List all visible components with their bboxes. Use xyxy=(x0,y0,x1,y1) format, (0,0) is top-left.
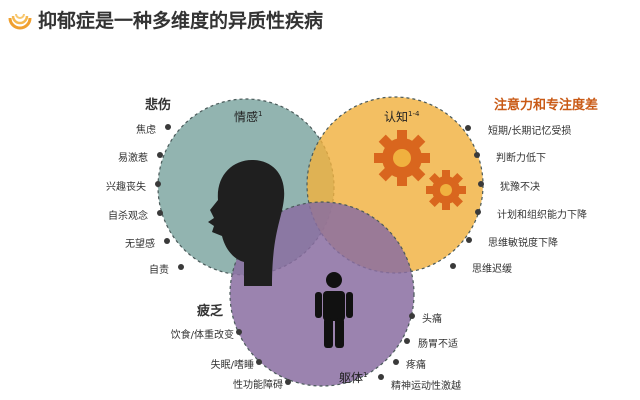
dot xyxy=(475,209,481,215)
emotion-item: 自责 xyxy=(149,265,169,276)
cognition-item: 计划和组织能力下降 xyxy=(497,210,587,221)
dot xyxy=(466,237,472,243)
body-circle xyxy=(229,201,415,387)
emotion-item: 兴趣丧失 xyxy=(106,182,146,193)
cognition-item: 思维迟缓 xyxy=(472,264,512,275)
dot xyxy=(164,238,170,244)
head-silhouette-icon xyxy=(208,160,285,286)
gears-icon xyxy=(374,130,466,210)
body-right-item: 精神运动性激越 xyxy=(391,381,461,392)
cognition-item: 思维敏锐度下降 xyxy=(488,238,558,249)
body-right-item: 肠胃不适 xyxy=(418,339,458,350)
body-left-item: 失眠/嗜睡 xyxy=(210,360,254,371)
body-heading: 疲乏 xyxy=(197,304,224,319)
dot xyxy=(157,152,163,158)
dot xyxy=(465,125,471,131)
dot xyxy=(165,124,171,130)
cognition-item: 犹豫不决 xyxy=(500,182,540,193)
dot xyxy=(256,359,262,365)
dot xyxy=(155,181,161,187)
dot xyxy=(404,338,410,344)
dot xyxy=(178,264,184,270)
cognition-item: 判断力低下 xyxy=(496,153,546,164)
cognition-heading: 注意力和专注度差 xyxy=(494,98,599,113)
body-circle-title: 躯体1 xyxy=(339,371,368,385)
person-icon xyxy=(315,272,353,348)
dot xyxy=(450,263,456,269)
emotion-item: 焦虑 xyxy=(136,125,156,136)
fan-logo-icon xyxy=(8,13,32,30)
dot xyxy=(478,181,484,187)
dot xyxy=(393,359,399,365)
dot xyxy=(285,379,291,385)
dot xyxy=(474,152,480,158)
emotion-item: 易激惹 xyxy=(118,153,148,164)
body-right-item: 疼痛 xyxy=(406,360,426,371)
cognition-circle-title: 认知1-4 xyxy=(384,110,420,124)
dot xyxy=(157,210,163,216)
emotion-item: 无望感 xyxy=(125,239,155,250)
cognition-item: 短期/长期记忆受损 xyxy=(488,126,572,137)
body-right-item: 头痛 xyxy=(422,314,442,325)
emotion-item: 自杀观念 xyxy=(108,211,148,222)
emotion-circle-title: 情感1 xyxy=(234,110,263,124)
body-left-item: 饮食/体重改变 xyxy=(170,330,234,341)
dot xyxy=(236,329,242,335)
page-title: 抑郁症是一种多维度的异质性疾病 xyxy=(38,10,324,32)
dot xyxy=(409,313,415,319)
body-left-item: 性功能障碍 xyxy=(233,380,283,391)
dot xyxy=(378,374,384,380)
emotion-heading: 悲伤 xyxy=(145,98,172,113)
